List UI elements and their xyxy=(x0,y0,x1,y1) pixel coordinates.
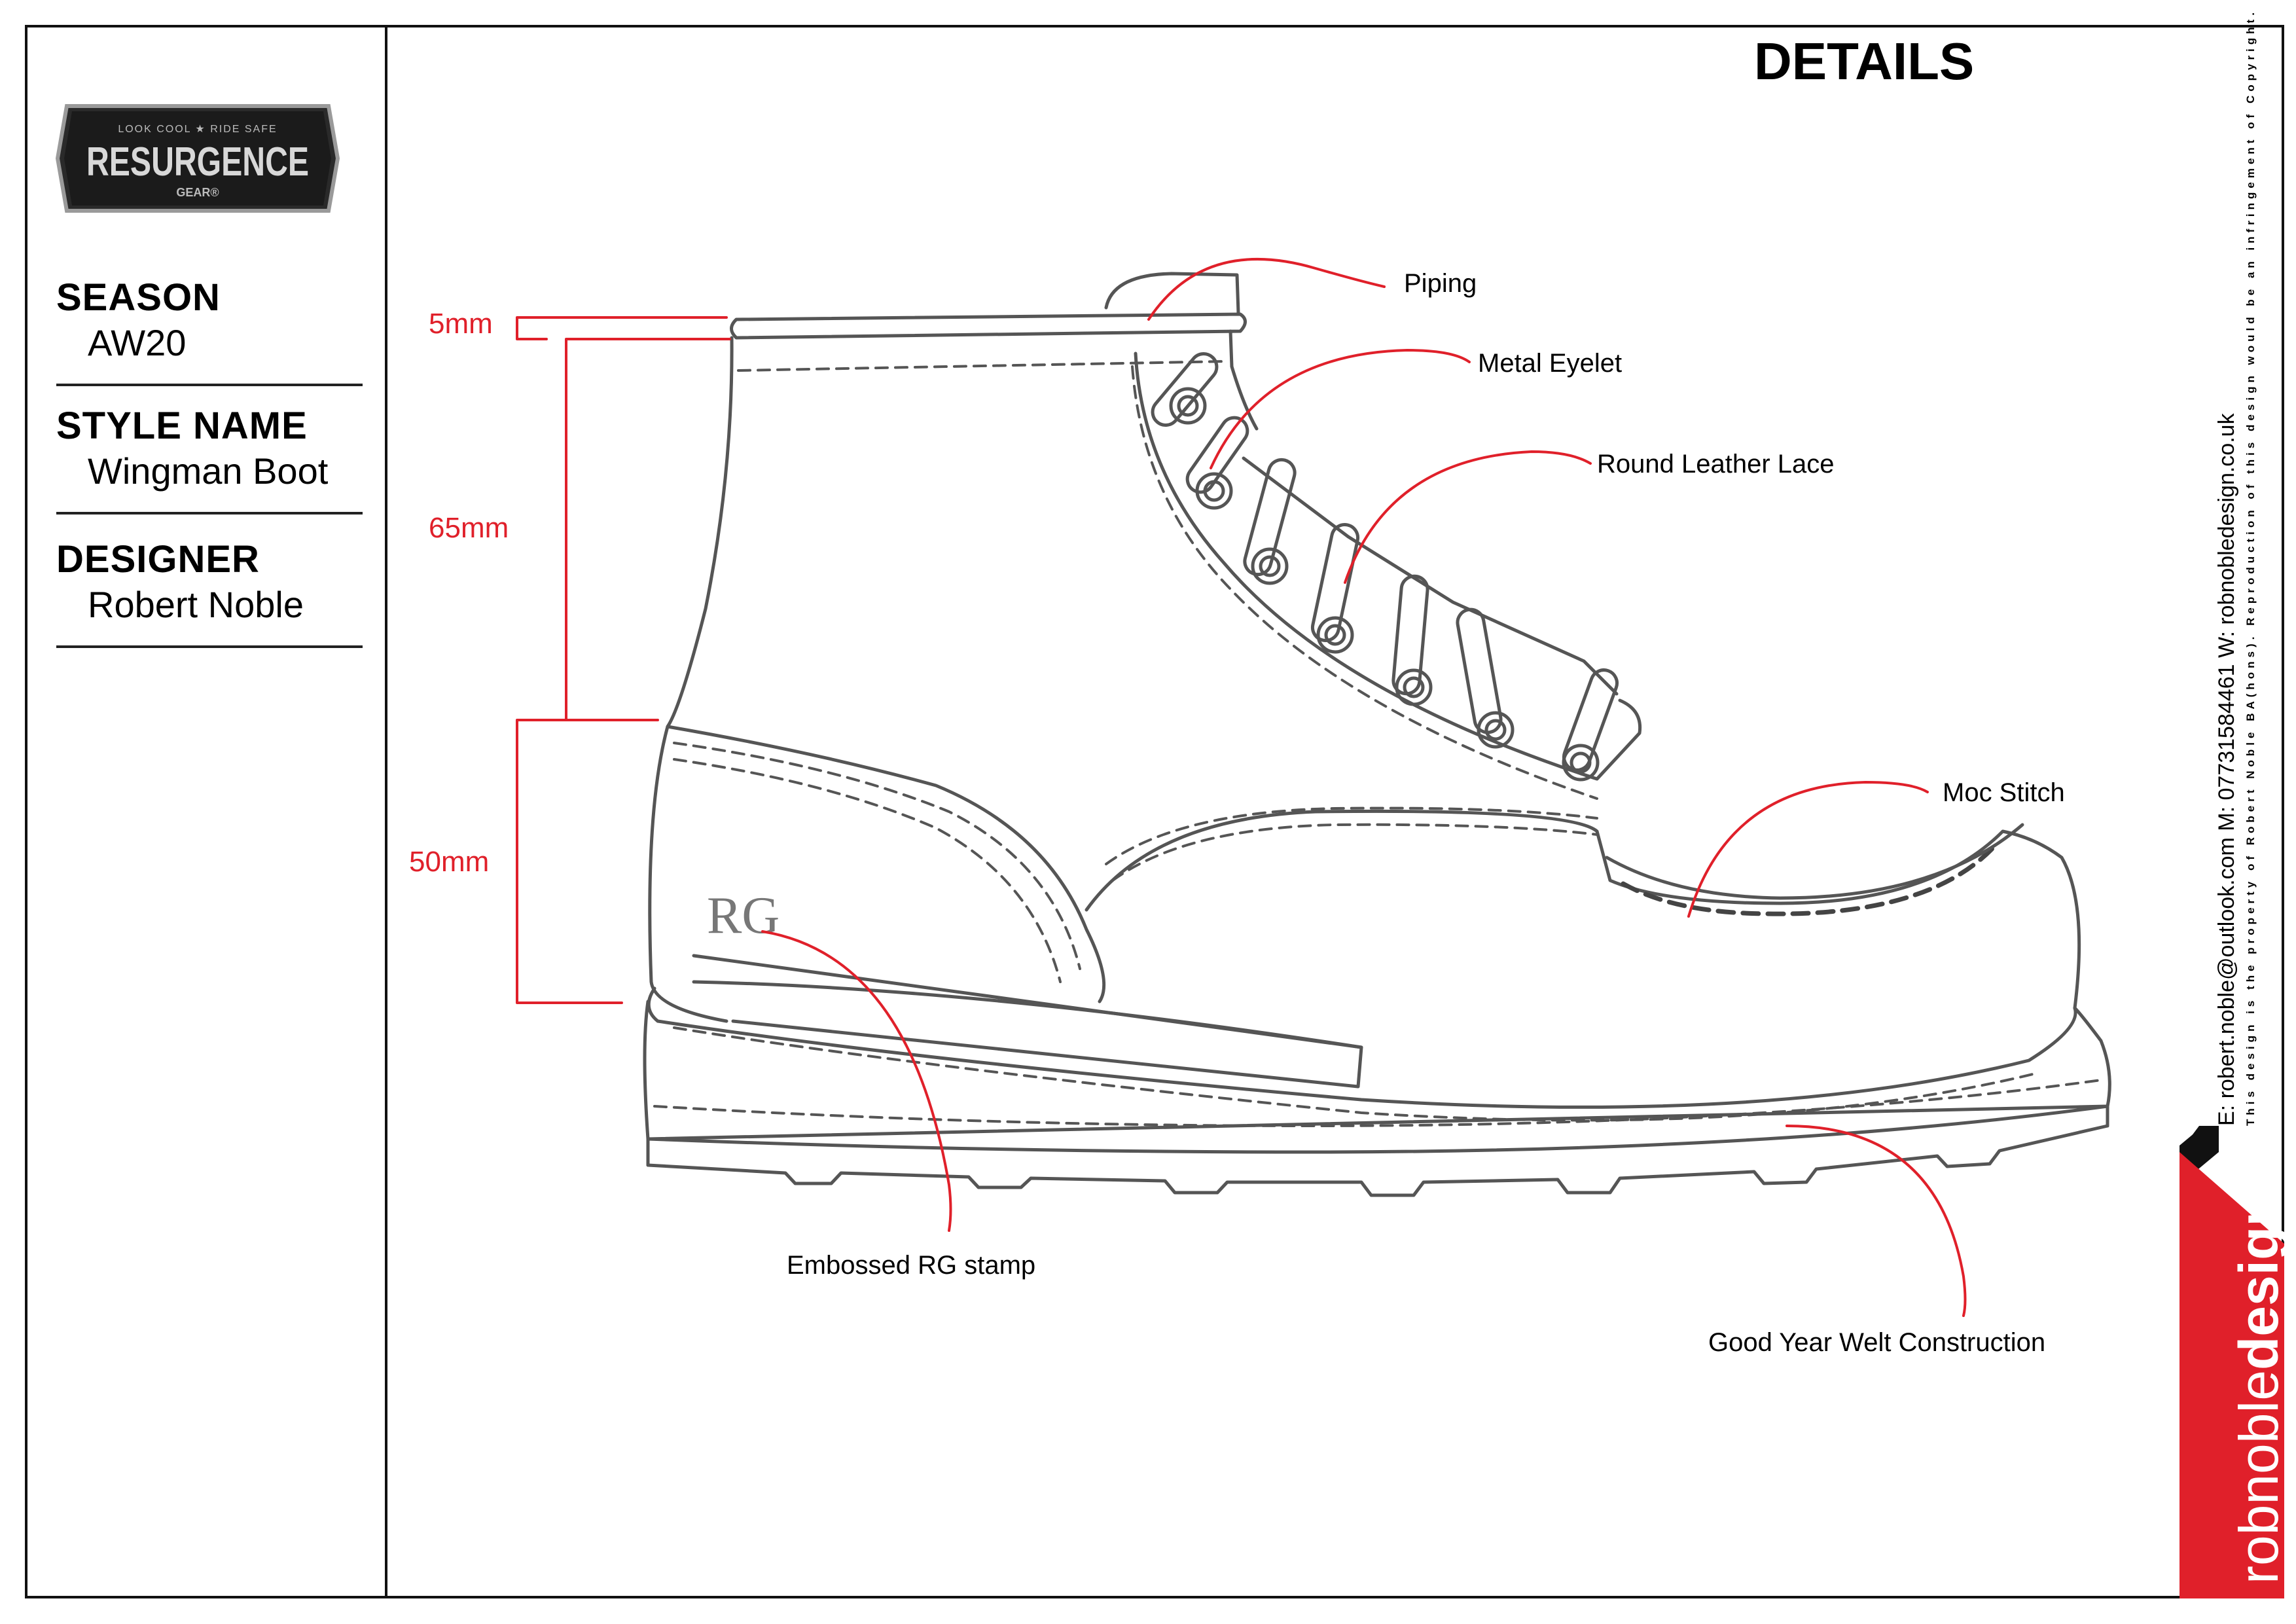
welt-top xyxy=(647,986,2077,1109)
eyelet-inner xyxy=(1177,395,1199,417)
sidebar-divider xyxy=(385,25,387,1598)
leader-rg-stamp xyxy=(761,930,952,1232)
shaft-front-edge xyxy=(1229,329,1259,431)
brand-bold: design xyxy=(2228,1193,2289,1371)
eyelet-inner xyxy=(1403,676,1425,698)
sole-line xyxy=(646,1104,2109,1154)
eyelet xyxy=(1477,711,1515,749)
logo-wordmark: RESURGENCE xyxy=(86,139,309,185)
sole-stitch xyxy=(653,1079,2102,1127)
designer-brand-text: robnobledesign xyxy=(2223,1113,2295,1584)
style-name-value: Wingman Boot xyxy=(88,450,329,492)
eyelet xyxy=(1195,472,1233,510)
leader-metal-eyelet xyxy=(1210,349,1471,469)
eyelet xyxy=(1562,744,1600,782)
lace-segment xyxy=(1243,458,1297,577)
dimension-label-bottom: 50mm xyxy=(409,846,490,878)
eyelet-inner xyxy=(1324,624,1346,646)
season-value: AW20 xyxy=(88,322,187,363)
brand-light: robnoble xyxy=(2228,1370,2289,1584)
eyelet-inner xyxy=(1570,751,1592,774)
callout-metal-eyelet: Metal Eyelet xyxy=(1478,349,1623,378)
eyelet xyxy=(1395,668,1433,706)
lace-segment xyxy=(1456,607,1503,734)
divider xyxy=(56,384,363,386)
eyelet-inner xyxy=(1259,555,1281,577)
designer-label: DESIGNER xyxy=(56,538,260,581)
callout-moc-stitch: Moc Stitch xyxy=(1943,778,2065,807)
eyestay-outer xyxy=(1134,352,1642,781)
callout-goodyear-welt: Good Year Welt Construction xyxy=(1708,1328,2046,1357)
leader-piping xyxy=(1147,257,1386,321)
page-title: DETAILS xyxy=(1754,32,1975,90)
moc-stitch xyxy=(1621,842,1999,916)
logo-tagline: LOOK COOL ★ RIDE SAFE xyxy=(118,124,277,135)
lace-segment xyxy=(1310,523,1360,642)
rg-stamp: RG xyxy=(707,887,780,945)
collar-piping xyxy=(730,312,1247,340)
callout-round-leather-lace: Round Leather Lace xyxy=(1597,450,1835,478)
callout-embossed-stamp: Embossed RG stamp xyxy=(787,1251,1036,1280)
vamp-stitch-2 xyxy=(1111,823,1598,882)
toe-box xyxy=(1085,809,2081,1010)
collar-stitch xyxy=(737,360,1229,372)
leader-moc-stitch xyxy=(1687,781,1929,918)
vamp-stitch-1 xyxy=(1105,806,1598,865)
eyelet-inner xyxy=(1484,719,1507,741)
designer-value: Robert Noble xyxy=(88,584,304,625)
dimension-label-top: 5mm xyxy=(429,308,493,340)
leader-lace xyxy=(1344,450,1592,584)
lacing xyxy=(1151,352,1619,782)
heel-counter xyxy=(692,980,1363,1049)
copyright-notice: This design is the property of Robert No… xyxy=(2244,9,2257,1126)
midsole xyxy=(643,1000,2111,1141)
divider xyxy=(56,645,363,648)
divider xyxy=(56,512,363,514)
logo-sub: GEAR® xyxy=(176,186,219,199)
heel-stitch-2 xyxy=(673,758,1062,983)
dimension-lines xyxy=(516,316,731,1004)
sheet-border xyxy=(25,25,2284,1598)
tongue-edge xyxy=(1242,456,1619,696)
contact-line: E: robert.noble@outlook.com M: 077315844… xyxy=(2214,413,2239,1126)
resurgence-logo: LOOK COOL ★ RIDE SAFE RESURGENCE GEAR® xyxy=(55,104,340,213)
heel-stitch-1 xyxy=(673,742,1081,970)
eyelet xyxy=(1316,616,1354,654)
dimension-5mm xyxy=(516,316,728,340)
designer-brand-strip xyxy=(2179,1126,2284,1598)
dimension-50mm xyxy=(516,719,623,1004)
spec-season: SEASON AW20 xyxy=(56,275,363,386)
leader-welt xyxy=(1785,1125,1967,1317)
leader-lines xyxy=(761,257,1967,1317)
spec-designer: DESIGNER Robert Noble xyxy=(56,537,363,648)
spec-style-name: STYLE NAME Wingman Boot xyxy=(56,403,363,514)
lace-segment xyxy=(1562,668,1619,772)
style-name-label: STYLE NAME xyxy=(56,405,308,447)
heel-tab xyxy=(692,954,1363,1089)
season-label: SEASON xyxy=(56,276,221,319)
tread xyxy=(646,1124,2109,1197)
lace-segment xyxy=(1391,574,1429,696)
dimension-65mm xyxy=(565,338,731,721)
tongue-top xyxy=(1104,272,1240,315)
dimension-label-middle: 65mm xyxy=(429,512,509,544)
moc-edge xyxy=(1605,823,2024,900)
contact-block: E: robert.noble@outlook.com M: 077315844… xyxy=(2212,9,2296,1126)
welt-stitch xyxy=(673,1026,2037,1122)
eyelet xyxy=(1251,547,1289,585)
callout-piping: Piping xyxy=(1404,269,1477,298)
eyestay-stitch xyxy=(1131,365,1598,800)
vamp-line xyxy=(666,725,1106,1003)
eyelet xyxy=(1169,387,1207,425)
eyelet-inner xyxy=(1203,480,1225,502)
